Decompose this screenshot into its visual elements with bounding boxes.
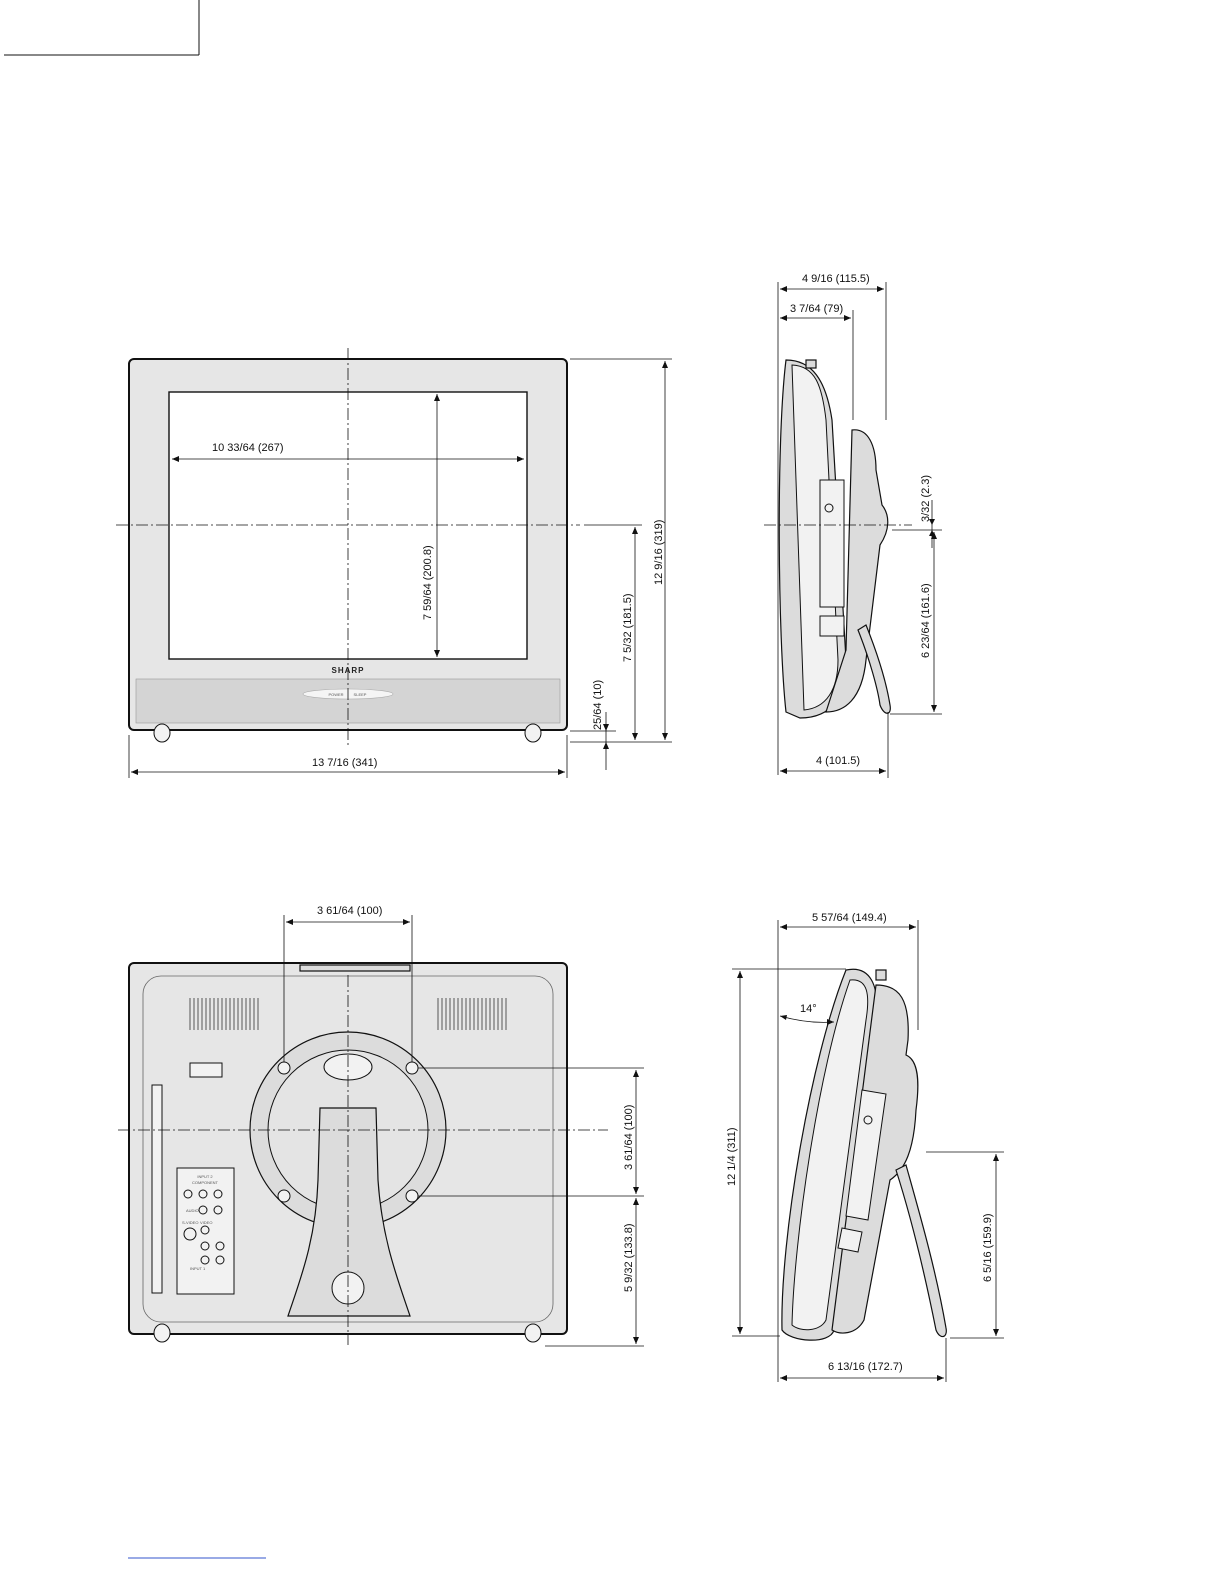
front-foot-right xyxy=(524,723,542,743)
dim-side-offset: 3/32 (2.3) xyxy=(920,475,932,522)
rear-foot-left xyxy=(153,1323,171,1343)
rear-screw-bottom-left xyxy=(277,1189,291,1203)
rear-video-label: VIDEO xyxy=(200,1220,212,1225)
tilt-view: 5 57/64 (149.4) 14° 12 1/4 (311) 6 5/16 … xyxy=(726,912,1004,1382)
tilt-top-button xyxy=(875,969,887,981)
dim-side-depth-stand: 3 7/64 (79) xyxy=(790,303,843,315)
side-view: 4 9/16 (115.5) 3 7/64 (79) 3/32 (2.3) 6 … xyxy=(764,273,942,778)
tilt-cabinet-face xyxy=(791,979,869,1331)
side-jack-panel xyxy=(819,615,845,637)
front-sleep-label: SLEEP xyxy=(354,692,367,697)
dim-front-screen-height: 7 59/64 (200.8) xyxy=(422,545,434,620)
dim-tilt-stand-height: 6 5/16 (159.9) xyxy=(982,1214,994,1283)
rear-screw-bottom-right xyxy=(405,1189,419,1203)
tilt-jack-panel xyxy=(837,1227,863,1253)
rear-screw-top-right xyxy=(405,1061,419,1075)
front-brand-logo: SHARP xyxy=(331,666,364,675)
dim-front-total-height: 12 9/16 (319) xyxy=(653,520,665,585)
dim-side-depth-top: 4 9/16 (115.5) xyxy=(802,273,870,285)
dim-front-total-width: 13 7/16 (341) xyxy=(312,757,377,769)
dim-tilt-angle: 14° xyxy=(800,1003,817,1015)
rear-svideo-label: S-VIDEO xyxy=(182,1220,198,1225)
side-ac-inlet xyxy=(824,503,834,513)
front-power-label: POWER xyxy=(328,692,343,697)
rear-vent-left xyxy=(189,998,259,1030)
tilt-ac-inlet xyxy=(863,1115,873,1125)
rear-vent-right xyxy=(437,998,507,1030)
dim-rear-vesa-height: 3 61/64 (100) xyxy=(623,1105,635,1170)
front-view: SHARP POWER SLEEP 10 33/64 (267) 7 59/64… xyxy=(116,348,672,778)
rear-input1-label: INPUT 1 xyxy=(190,1266,206,1271)
rear-audio-label: AUDIO xyxy=(186,1208,199,1213)
rear-stand xyxy=(287,1107,411,1317)
rear-screw-top-left xyxy=(277,1061,291,1075)
rear-component-label: COMPONENT xyxy=(192,1180,219,1185)
dim-tilt-base-depth: 6 13/16 (172.7) xyxy=(828,1361,903,1373)
side-terminal-panel xyxy=(819,479,845,608)
rear-foot-right xyxy=(524,1323,542,1343)
rear-input2-label: INPUT 2 xyxy=(197,1174,213,1179)
dim-side-base-depth: 4 (101.5) xyxy=(816,755,860,767)
tilt-terminal-panel xyxy=(845,1089,887,1221)
side-stand-leg xyxy=(857,624,891,714)
page-corner-frame xyxy=(4,0,200,56)
dim-front-base-gap: 25/64 (10) xyxy=(592,680,604,730)
rear-label-plate xyxy=(189,1062,223,1078)
tilt-stand-leg xyxy=(895,1164,947,1338)
dim-tilt-depth-top: 5 57/64 (149.4) xyxy=(812,912,887,924)
side-top-button xyxy=(805,359,817,369)
rear-view: INPUT 2 COMPONENT AUDIO S-VIDEO VIDEO IN… xyxy=(118,905,644,1347)
dim-front-center-height: 7 5/32 (181.5) xyxy=(622,594,634,663)
dim-rear-vesa-bottom: 5 9/32 (133.8) xyxy=(623,1224,635,1293)
front-foot-left xyxy=(153,723,171,743)
dim-side-center-height: 6 23/64 (161.6) xyxy=(920,583,932,658)
dim-rear-vesa-width: 3 61/64 (100) xyxy=(317,905,382,917)
rear-side-rail xyxy=(151,1084,163,1294)
dim-tilt-total-height: 12 1/4 (311) xyxy=(726,1127,738,1186)
rear-top-buttons xyxy=(299,964,411,972)
dim-front-screen-width: 10 33/64 (267) xyxy=(212,442,284,454)
side-rear-housing xyxy=(825,429,889,713)
